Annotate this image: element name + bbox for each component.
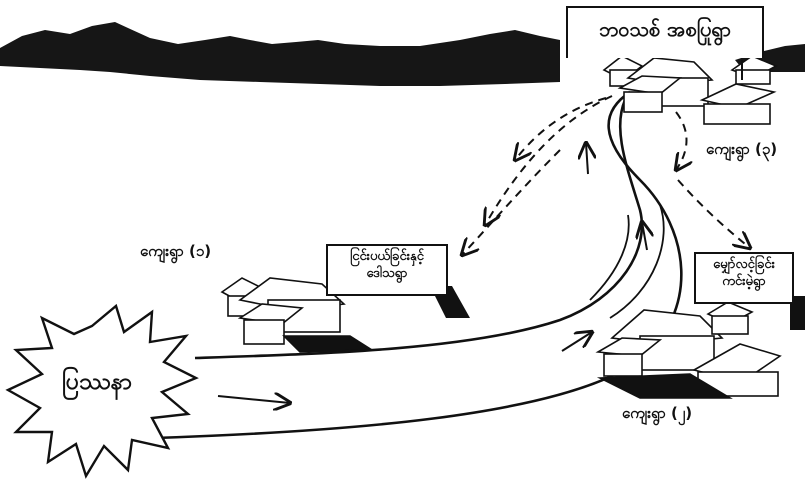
village-2-label: ကျေးရွာ (၂)	[622, 404, 693, 422]
branch-arrows	[462, 95, 750, 255]
problem-burst	[5, 303, 199, 479]
mountain-range	[0, 22, 560, 86]
flow-arrows	[217, 143, 647, 403]
goal-village-sign: ဘဝသစ် အစပြုရွာ	[566, 6, 764, 58]
problem-label: ပြဿနာ	[62, 369, 133, 395]
dashed-arrow-left-3	[462, 149, 561, 255]
dashed-arrow-right-1	[676, 111, 687, 170]
branch-right-label-line1: မျှော်လင့်ခြင်း	[713, 257, 775, 272]
branch-right-label-line2: ကင်းမဲ့ရွာ	[722, 273, 766, 289]
dashed-arrow-right-2	[677, 179, 750, 248]
village-3-houses	[602, 55, 778, 125]
sign-shadow-right	[790, 296, 805, 330]
arrow-road-up-3	[642, 222, 647, 251]
dashed-arrow-left-2	[485, 95, 613, 225]
branch-left-sign: ငြင်းပယ်ခြင်းနှင့် ဒေါသရွာ	[326, 244, 448, 296]
village-1-label: ကျေးရွာ (၁)	[140, 242, 212, 260]
dashed-arrow-left-1	[515, 97, 607, 160]
arrow-to-road	[217, 396, 290, 403]
village-2-houses	[595, 301, 782, 399]
arrow-road-up-1	[561, 332, 592, 352]
branch-left-label-line1: ငြင်းပယ်ခြင်းနှင့်	[350, 249, 424, 264]
village-3-label: ကျေးရွာ (၃)	[706, 140, 778, 158]
goal-village-label: ဘဝသစ် အစပြုရွာ	[598, 17, 732, 41]
branch-left-label-line2: ဒေါသရွာ	[366, 265, 408, 281]
branch-right-sign: မျှော်လင့်ခြင်း ကင်းမဲ့ရွာ	[694, 252, 794, 304]
arrow-road-up-2	[586, 143, 588, 175]
